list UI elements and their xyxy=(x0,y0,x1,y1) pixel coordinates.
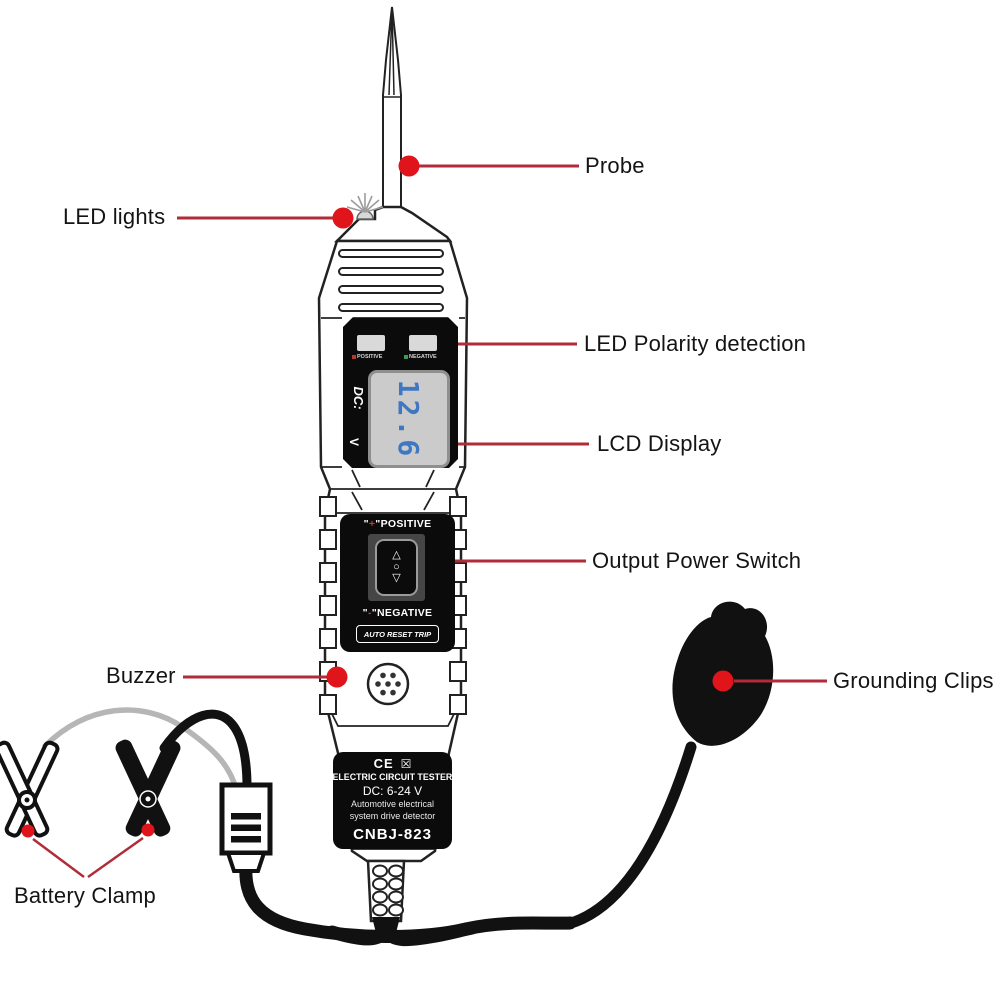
green-square-icon xyxy=(404,354,408,359)
rocker-center-icon: ○ xyxy=(393,560,400,573)
callout-line-battery-left xyxy=(32,837,85,879)
output-switch-panel: "+"POSITIVE △ ○ ▽ "-"NEGATIVE AUTO RESET… xyxy=(340,514,455,652)
callout-label-led-polarity: LED Polarity detection xyxy=(584,331,807,356)
panel-corner-notch xyxy=(342,317,353,328)
auto-reset-badge: AUTO RESET TRIP xyxy=(356,625,439,643)
certification-icons: CE ☒ xyxy=(374,756,412,771)
callout-dot-grounding xyxy=(712,670,734,692)
battery-clamp-left xyxy=(0,740,60,838)
callout-dot-probe xyxy=(398,155,420,177)
rocker-up-icon: △ xyxy=(392,549,401,562)
spec-desc-line1: Automotive electrical xyxy=(350,799,435,809)
grounding-cable xyxy=(562,741,697,930)
buzzer-speaker xyxy=(366,662,410,706)
callout-dot-battery-left xyxy=(21,824,35,838)
probe-needle xyxy=(382,6,402,208)
callout-dot-buzzer xyxy=(326,666,348,688)
top-cap xyxy=(333,205,453,243)
callout-label-probe: Probe xyxy=(585,153,645,178)
negative-led-text: NEGATIVE xyxy=(409,354,437,360)
callout-label-led-lights: LED lights xyxy=(63,204,166,229)
callout-dot-led-lights xyxy=(332,207,354,229)
panel-corner-notch xyxy=(342,458,353,469)
callout-label-lcd-display: LCD Display xyxy=(597,431,722,456)
spec-voltage: DC: 6-24 V xyxy=(362,784,423,798)
negative-output-label: "-"NEGATIVE xyxy=(362,607,433,619)
negative-led-caption: NEGATIVE xyxy=(404,354,437,360)
weee-bin-icon: ☒ xyxy=(400,756,412,771)
positive-led-indicator xyxy=(357,335,385,351)
callout-line-battery-right xyxy=(87,836,144,879)
rocker-switch-frame: △ ○ ▽ xyxy=(368,534,425,601)
red-square-icon xyxy=(352,354,356,359)
connector-cable xyxy=(239,859,577,943)
panel-corner-notch xyxy=(448,458,459,469)
ce-mark-icon: CE xyxy=(373,756,394,771)
lcd-value: 12.6 xyxy=(392,379,426,459)
spec-title: ELECTRIC CIRCUIT TESTER xyxy=(332,772,453,783)
battery-clamp-right xyxy=(115,739,181,837)
callout-label-battery-clamp: Battery Clamp xyxy=(14,883,156,908)
grip-slots xyxy=(338,249,444,312)
positive-led-caption: POSITIVE xyxy=(352,354,382,360)
dc-label: DC: xyxy=(351,386,366,410)
black-clamp-cable xyxy=(159,709,252,792)
volt-unit-label: V xyxy=(347,437,361,446)
spec-label-panel: CE ☒ ELECTRIC CIRCUIT TESTER DC: 6-24 V … xyxy=(333,752,452,849)
connector-plug xyxy=(219,782,273,873)
device-cable-right xyxy=(379,920,479,947)
callout-lines xyxy=(32,164,827,879)
rocker-down-icon: ▽ xyxy=(392,572,401,585)
lcd-display-panel: POSITIVE NEGATIVE DC: 12.6 V xyxy=(342,317,459,469)
callout-label-output-power-switch: Output Power Switch xyxy=(592,548,802,573)
spec-model: CNBJ-823 xyxy=(353,825,432,843)
rocker-switch[interactable]: △ ○ ▽ xyxy=(375,539,418,596)
callout-dot-battery-right xyxy=(141,823,155,837)
callout-label-buzzer: Buzzer xyxy=(106,663,176,688)
spec-desc-line2: system drive detector xyxy=(349,811,436,822)
negative-led-indicator xyxy=(409,335,437,351)
positive-output-label: "+"POSITIVE xyxy=(363,518,432,530)
positive-led-text: POSITIVE xyxy=(357,354,383,360)
lcd-screen: 12.6 xyxy=(368,370,450,468)
panel-corner-notch xyxy=(448,317,459,328)
side-ribs xyxy=(319,496,467,715)
strain-relief xyxy=(366,859,406,933)
callout-label-grounding-clips: Grounding Clips xyxy=(833,668,994,693)
led-bulb-icon xyxy=(346,193,384,220)
